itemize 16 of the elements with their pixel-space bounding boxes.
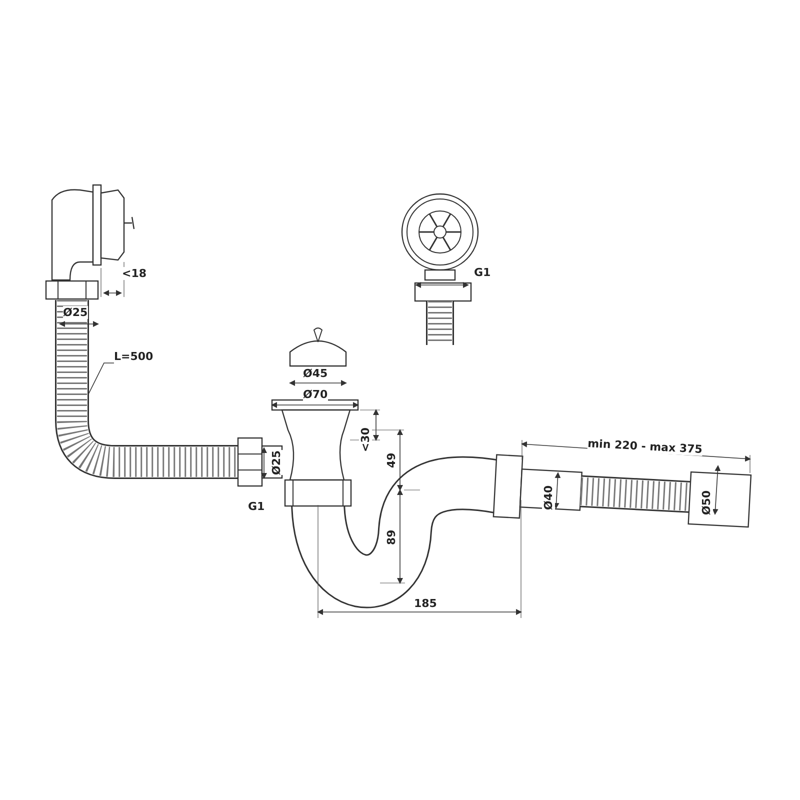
dimension-label: <18 <box>122 267 147 280</box>
dimension-label: 49 <box>385 452 398 468</box>
dimension-label: Ø45 <box>303 367 328 380</box>
dimension-label: Ø40 <box>542 485 555 510</box>
dimension-label: G1 <box>248 500 265 513</box>
dimension-label: Ø70 <box>303 388 328 401</box>
dimension-label: G1 <box>474 266 491 279</box>
leader-line <box>88 362 114 396</box>
dimension-label: 185 <box>414 597 437 610</box>
dimension-label: min 220 - max 375 <box>587 437 703 456</box>
dimension-label: Ø25 <box>63 306 88 319</box>
dimension-label: Ø50 <box>700 490 713 515</box>
dimension-label: 89 <box>385 530 398 545</box>
dimension-label: Ø25 <box>270 450 283 475</box>
corrugated-hose-drawing <box>55 300 238 479</box>
dimension-label: <30 <box>359 427 372 452</box>
